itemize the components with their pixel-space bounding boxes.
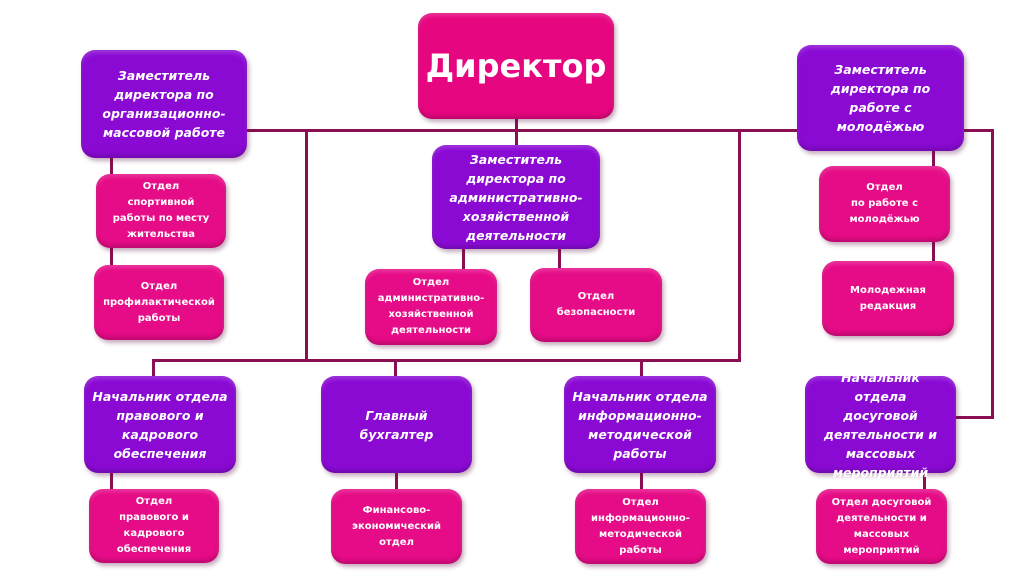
connector-left-vertical: [305, 129, 308, 361]
director-label: Директор: [425, 47, 607, 85]
connector-right-vertical: [738, 129, 741, 361]
department-info-label: Отдел информационно- методической работы: [591, 496, 690, 556]
department-admin-label: Отдел административно- хозяйственной дея…: [377, 277, 485, 336]
department-security-label: Отдел безопасности: [556, 291, 636, 318]
connector-youth-right-h1: [963, 129, 994, 132]
deputy-youth-label: Заместитель директора по работе с молодё…: [830, 62, 931, 134]
head-legal-label: Начальник отдела правового и кадрового о…: [92, 388, 228, 461]
department-leisure-box: Отдел досуговой деятельности и массовых …: [816, 489, 947, 564]
connector-legal-dept: [110, 470, 113, 492]
connector-org-dept2: [110, 245, 113, 267]
deputy-org-mass-box: Заместитель директора по организационно-…: [81, 50, 247, 158]
department-legal-box: Отдел правового и кадрового обеспечения: [89, 489, 219, 563]
department-leisure-label: Отдел досуговой деятельности и массовых …: [831, 496, 932, 556]
connector-top-horizontal: [246, 129, 799, 132]
department-youth-box: Отдел по работе с молодёжью: [819, 166, 950, 242]
head-leisure-label: Начальник отдела досуговой деятельности …: [823, 369, 938, 480]
deputy-youth-box: Заместитель директора по работе с молодё…: [797, 45, 964, 151]
connector-youth-dept1: [932, 148, 935, 170]
connector-youth-right-h2: [955, 416, 994, 419]
department-info-box: Отдел информационно- методической работы: [575, 489, 706, 564]
connector-info-dept: [640, 470, 643, 492]
deputy-admin-box: Заместитель директора по административно…: [432, 145, 600, 249]
department-sport-label: Отдел спортивной работы по месту жительс…: [112, 181, 210, 240]
head-info-label: Начальник отдела информационно- методиче…: [572, 388, 708, 461]
department-youth-label: Отдел по работе с молодёжью: [849, 182, 920, 225]
head-info-box: Начальник отдела информационно- методиче…: [564, 376, 716, 473]
deputy-admin-label: Заместитель директора по административно…: [449, 151, 583, 243]
connector-admin-dept2: [558, 246, 561, 272]
connector-leisure-dept: [923, 470, 926, 492]
department-prevention-label: Отдел профилактической работы: [103, 280, 215, 324]
head-accountant-label: Главный бухгалтер: [359, 407, 434, 442]
connector-youth-dept2: [932, 240, 935, 264]
connector-youth-right-v: [991, 129, 994, 419]
department-admin-box: Отдел административно- хозяйственной дея…: [365, 269, 497, 345]
department-security-box: Отдел безопасности: [530, 268, 662, 342]
connector-bottom-horizontal: [152, 359, 741, 362]
department-youth-editorial-label: Молодежная редакция: [850, 284, 926, 312]
connector-director-down: [515, 118, 518, 146]
department-finance-label: Финансово- экономический отдел: [352, 504, 441, 548]
department-youth-editorial-box: Молодежная редакция: [822, 261, 954, 336]
connector-finance: [395, 470, 398, 492]
head-leisure-box: Начальник отдела досуговой деятельности …: [805, 370, 956, 480]
director-box: Директор: [418, 13, 614, 119]
head-legal-box: Начальник отдела правового и кадрового о…: [84, 376, 236, 473]
department-prevention-box: Отдел профилактической работы: [94, 265, 224, 340]
department-sport-box: Отдел спортивной работы по месту жительс…: [96, 174, 226, 248]
connector-admin-dept1: [462, 246, 465, 272]
connector-info-head: [640, 359, 643, 379]
department-finance-box: Финансово- экономический отдел: [331, 489, 462, 564]
deputy-org-mass-label: Заместитель директора по организационно-…: [102, 68, 226, 140]
connector-accountant: [394, 359, 397, 379]
department-legal-label: Отдел правового и кадрового обеспечения: [116, 496, 192, 555]
connector-legal-head: [152, 359, 155, 379]
head-accountant-box: Главный бухгалтер: [321, 376, 472, 473]
connector-org-dept1: [110, 155, 113, 177]
